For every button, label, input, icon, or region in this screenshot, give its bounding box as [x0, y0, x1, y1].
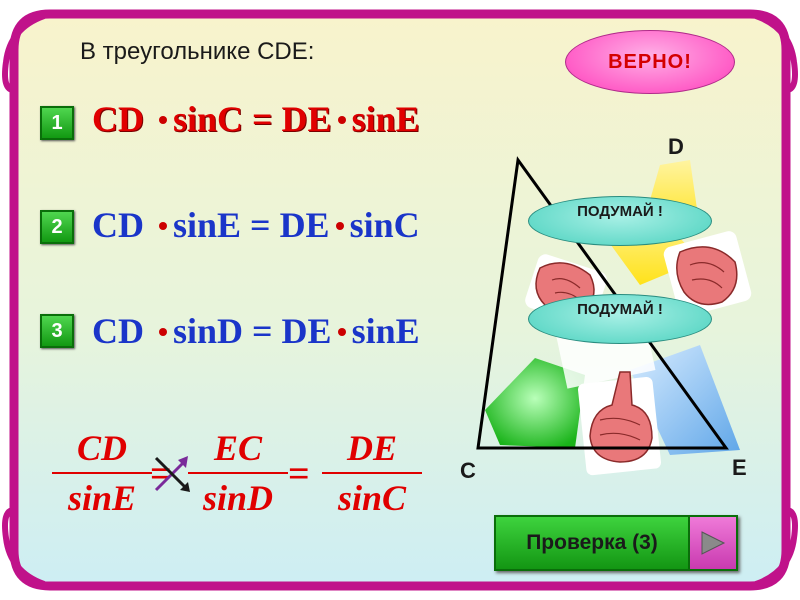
check-button-label: Проверка (3) [496, 517, 688, 569]
vertex-label-c: C [460, 458, 476, 483]
green-pentagon-shape [485, 358, 585, 448]
eq-right-fn: sinE [351, 99, 420, 139]
fraction-cd-sine: CD sinE [52, 428, 152, 518]
equation-1[interactable]: CD sinC = DE sinE [92, 98, 420, 140]
equation-2[interactable]: CD sinE = DE sinC [92, 204, 420, 246]
swap-arrows-icon [154, 456, 190, 492]
vertex-label-d: D [668, 134, 684, 159]
vertex-label-e: E [732, 455, 747, 480]
fraction-denominator: sinD [202, 478, 274, 518]
dot-icon [159, 115, 167, 124]
option-badge-3[interactable]: 3 [40, 314, 74, 348]
fraction-bar [322, 472, 422, 474]
eq-left-fn: sinD [173, 311, 244, 351]
eq-right-fn: sinE [351, 311, 420, 351]
eq-right: DE [279, 205, 330, 245]
fraction-numerator: DE [346, 428, 397, 468]
eq-left: CD [92, 99, 144, 139]
dot-icon [159, 221, 167, 230]
equation-3[interactable]: CD sinD = DE sinE [92, 310, 420, 352]
fraction-ec-sind: EC sinD [188, 428, 288, 518]
fraction-numerator: EC [213, 428, 263, 468]
eq-equals: = [252, 311, 273, 351]
fraction-de-sinc: DE sinC [322, 428, 422, 518]
fraction-numerator: CD [76, 428, 127, 468]
dot-icon [337, 115, 346, 124]
option-badge-1[interactable]: 1 [40, 106, 74, 140]
status-badge: ВЕРНО! [565, 30, 735, 94]
equals-sign: = [288, 453, 310, 495]
pointing-hand-icon [577, 371, 662, 476]
hint-bubble-2[interactable]: ПОДУМАЙ ! [528, 294, 712, 344]
hint-bubble-1[interactable]: ПОДУМАЙ ! [528, 196, 712, 246]
eq-right: DE [281, 311, 332, 351]
pointing-hand-icon [663, 231, 752, 317]
check-button[interactable]: Проверка (3) [494, 515, 738, 571]
fraction-denominator: sinE [67, 478, 137, 518]
fraction-bar [188, 472, 288, 474]
dot-icon [335, 221, 344, 230]
eq-equals: = [252, 99, 273, 139]
page-title: В треугольнике CDE: [80, 38, 315, 65]
fraction-bar [52, 472, 152, 474]
triangle-right-icon[interactable] [688, 517, 736, 569]
eq-equals: = [250, 205, 271, 245]
eq-right: DE [281, 99, 332, 139]
eq-left-fn: sinC [173, 99, 244, 139]
option-badge-2[interactable]: 2 [40, 210, 74, 244]
eq-left: CD [92, 205, 144, 245]
fraction-denominator: sinC [337, 478, 407, 518]
eq-right-fn: sinC [349, 205, 420, 245]
eq-left: CD [92, 311, 144, 351]
equals-sign: = [150, 453, 172, 495]
dot-icon [159, 327, 167, 336]
dot-icon [337, 327, 346, 336]
eq-left-fn: sinE [173, 205, 242, 245]
